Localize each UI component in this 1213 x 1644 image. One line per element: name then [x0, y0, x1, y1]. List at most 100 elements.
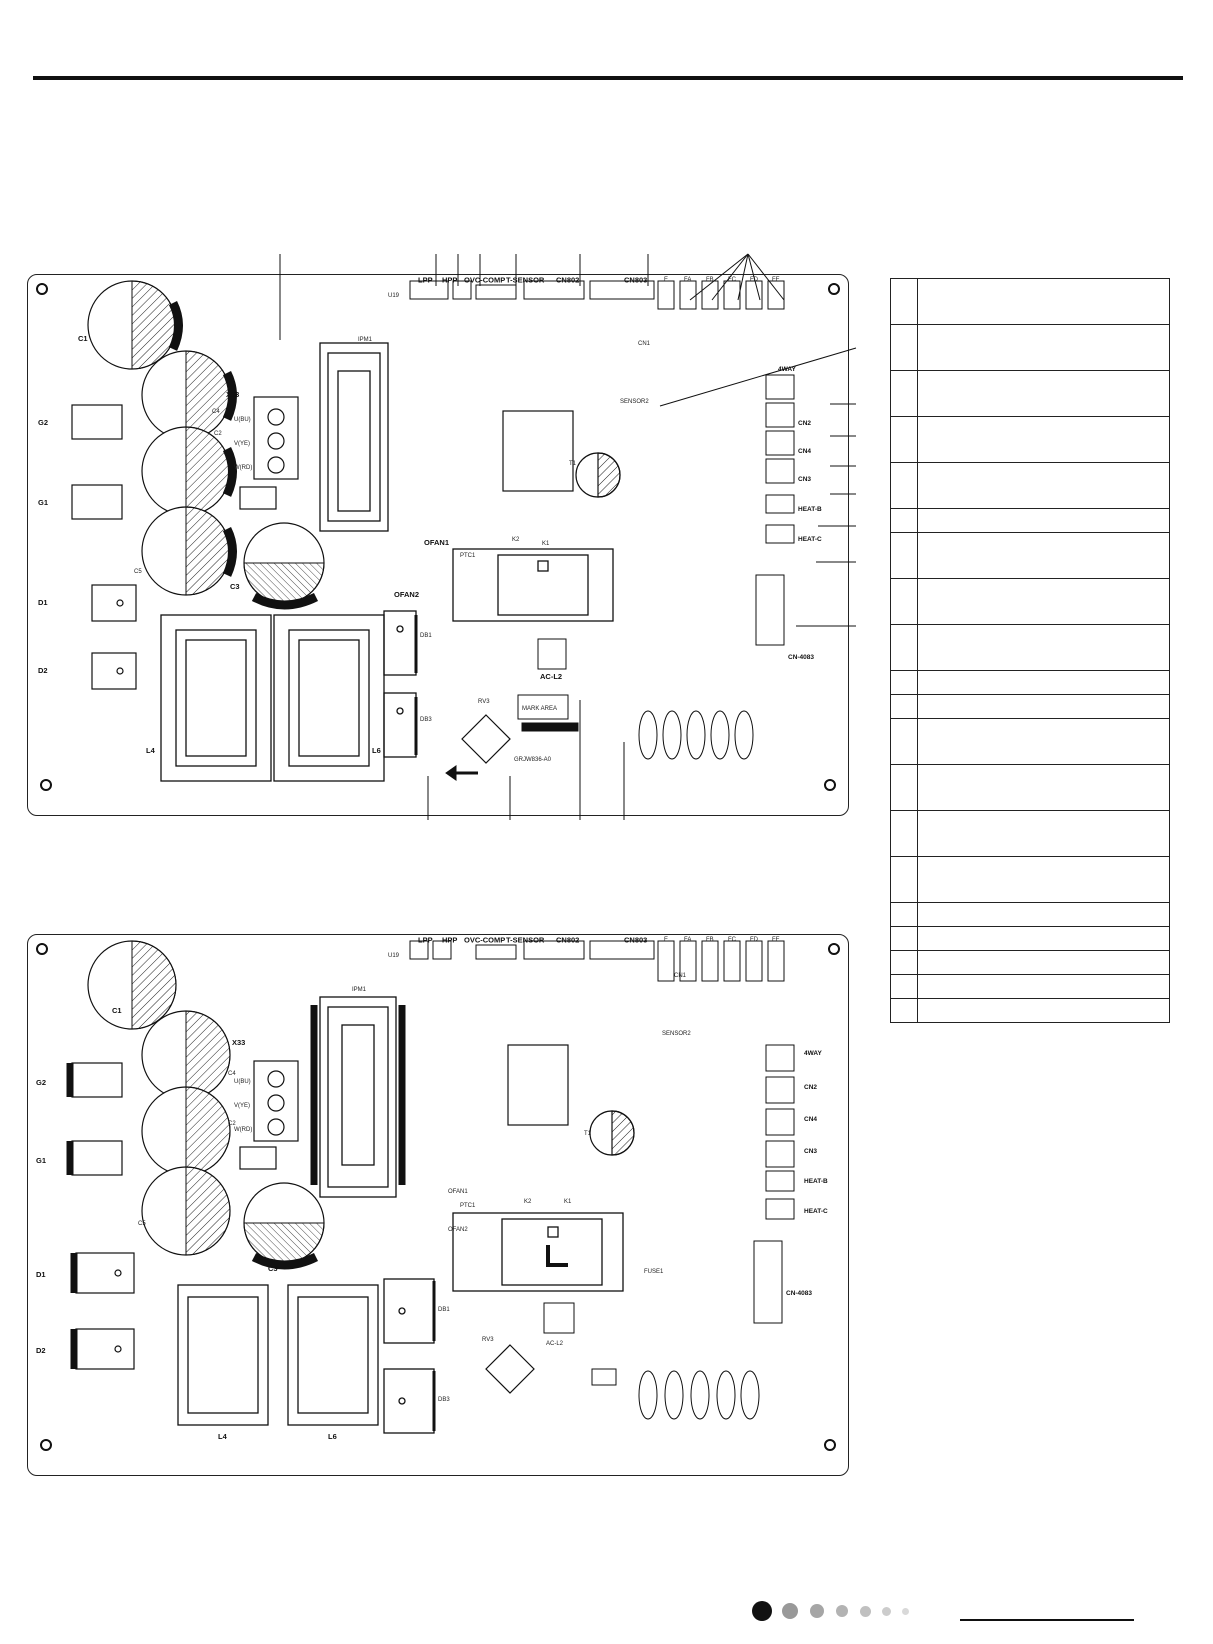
- legend-row: [890, 416, 1170, 463]
- capacitor-c3: [243, 1182, 325, 1270]
- heatsink-h2: [461, 714, 511, 764]
- page-dot[interactable]: [882, 1607, 891, 1616]
- label-cn1: CN1: [638, 341, 651, 347]
- label-ofan2: OFAN2: [448, 1227, 468, 1233]
- label-ovc-comp: OVC-COMP: [464, 936, 505, 945]
- label-c4: C4: [228, 1071, 236, 1077]
- mark-area: [517, 638, 579, 732]
- heatsink-h2: [485, 1344, 535, 1394]
- label-heat-c: HEAT-C: [804, 1208, 828, 1215]
- relay-column: [753, 1044, 795, 1324]
- legend-row: [890, 694, 1170, 719]
- page-dot-active[interactable]: [752, 1601, 772, 1621]
- label-cn-4083: CN-4083: [786, 1290, 812, 1297]
- label-x33: X33: [232, 1038, 245, 1047]
- top-connectors: [409, 280, 785, 310]
- page-dot[interactable]: [810, 1604, 824, 1618]
- label-cn802: CN802: [556, 276, 579, 285]
- label-ptc1: PTC1: [460, 1203, 476, 1209]
- diode-d1: [91, 584, 137, 622]
- diode-d2: [91, 652, 137, 690]
- label-mark-area: MARK AREA: [522, 706, 557, 712]
- legend-row: [890, 974, 1170, 999]
- label-c4: C4: [212, 409, 220, 415]
- label-l4: L4: [218, 1432, 228, 1441]
- label-g2: G2: [36, 1078, 46, 1087]
- label-terminal-u: U(BU): [234, 417, 251, 423]
- label-g1: G1: [38, 498, 48, 507]
- legend-row: [890, 370, 1170, 417]
- mounting-holes: [36, 283, 840, 791]
- legend-row: [890, 508, 1170, 533]
- legend-row: [890, 950, 1170, 975]
- legend-row: [890, 670, 1170, 695]
- page-dot[interactable]: [902, 1608, 909, 1615]
- label-t1: T1: [569, 461, 577, 467]
- small-capacitors: [638, 1370, 760, 1420]
- label-ofan1: OFAN1: [448, 1189, 468, 1195]
- page-dot[interactable]: [836, 1605, 848, 1617]
- label-cn3: CN3: [798, 476, 811, 483]
- label-cn4: CN4: [798, 448, 811, 455]
- label-g2: G2: [38, 418, 48, 427]
- capacitor-c1: [87, 280, 183, 370]
- label-t1: T1: [584, 1131, 592, 1137]
- label-e: E: [664, 277, 668, 283]
- ac-l2-block: [543, 1302, 617, 1386]
- label-fa: FA: [684, 277, 691, 283]
- inductor-l6: [287, 1284, 379, 1426]
- label-ofan1: OFAN1: [424, 538, 449, 547]
- label-terminal-w: W(RD): [234, 1127, 252, 1133]
- label-cn3: CN3: [804, 1148, 817, 1155]
- label-c5: C5: [138, 1221, 146, 1227]
- label-fb: FB: [706, 937, 714, 943]
- label-terminal-u: U(BU): [234, 1079, 251, 1085]
- relay-k1: [452, 548, 614, 622]
- diode-d1: [70, 1252, 135, 1294]
- pcb-bottom-view-drawing: LPP HPP OVC-COMP T-SENSOR CN802 CN803 E …: [36, 936, 840, 1451]
- label-cn4: CN4: [804, 1116, 817, 1123]
- label-g1: G1: [36, 1156, 46, 1165]
- label-l6: L6: [328, 1432, 337, 1441]
- label-c2: C2: [214, 431, 222, 437]
- label-ovc-comp: OVC-COMP: [464, 276, 505, 285]
- label-u19: U19: [388, 293, 400, 299]
- terminal-block-x33: [239, 396, 299, 510]
- page-dot[interactable]: [860, 1606, 871, 1617]
- label-k1: K1: [542, 541, 550, 547]
- diode-d2: [70, 1328, 135, 1370]
- label-ipm1: IPM1: [352, 987, 367, 993]
- relay-column: [755, 374, 795, 646]
- capacitor-c3: [243, 522, 325, 610]
- label-fc: FC: [728, 937, 737, 943]
- pcb-top-view-drawing: LPP HPP OVC-COMP T-SENSOR CN802 CN803 E …: [36, 276, 840, 791]
- label-k2: K2: [524, 1199, 532, 1205]
- relay-k1: [452, 1212, 624, 1292]
- label-c5: C5: [134, 569, 142, 575]
- label-terminal-w: W(RD): [234, 465, 252, 471]
- label-terminal-v: V(YE): [234, 441, 250, 447]
- transformer-t1: [502, 410, 621, 498]
- label-part-number: GRJW836-A0: [514, 757, 552, 763]
- label-ac-l2: AC-L2: [540, 672, 562, 681]
- legend-row: [890, 624, 1170, 671]
- module-g1: [66, 1140, 123, 1176]
- legend-row: [890, 998, 1170, 1023]
- label-hpp: HPP: [442, 276, 457, 285]
- label-heat-b: HEAT-B: [798, 506, 822, 513]
- label-rv3: RV3: [478, 699, 490, 705]
- inductor-l6: [273, 614, 385, 782]
- legend-row: [890, 718, 1170, 765]
- legend-row: [890, 926, 1170, 951]
- legend-row: [890, 278, 1170, 325]
- label-db3: DB3: [420, 717, 432, 723]
- page-dot[interactable]: [782, 1603, 798, 1619]
- top-connectors: [409, 940, 785, 982]
- label-cn2: CN2: [804, 1084, 817, 1091]
- label-c1: C1: [78, 334, 88, 343]
- bridge-db3: [383, 1368, 436, 1434]
- label-fe: FE: [772, 937, 780, 943]
- label-fd: FD: [750, 277, 759, 283]
- label-fc: FC: [728, 277, 737, 283]
- inductor-l4: [177, 1284, 269, 1426]
